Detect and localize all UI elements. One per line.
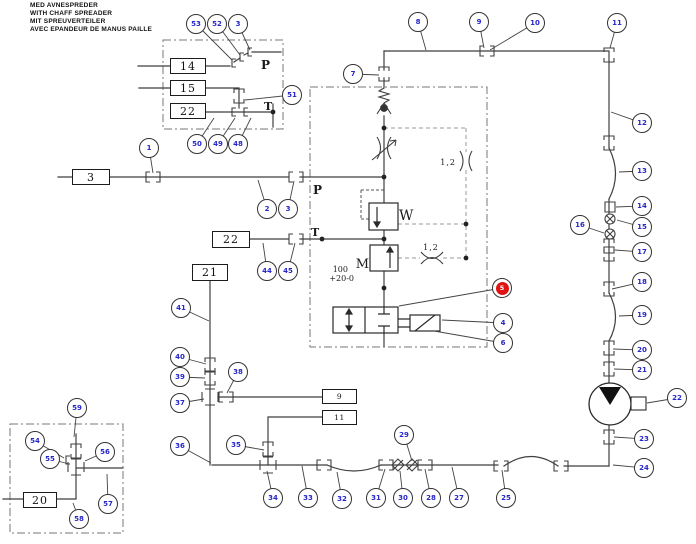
callout-50[interactable]: 50: [187, 134, 207, 154]
flow-restrictor-symbol: [371, 136, 397, 161]
callout-21[interactable]: 21: [632, 360, 652, 380]
callout-30[interactable]: 30: [393, 488, 413, 508]
callout-5-highlighted[interactable]: 5: [492, 278, 512, 298]
callout-49[interactable]: 49: [208, 134, 228, 154]
callout-17[interactable]: 17: [632, 242, 652, 262]
spring-label-w: W: [399, 208, 414, 224]
callout-10[interactable]: 10: [525, 13, 545, 33]
port-label-t-box: T: [264, 100, 273, 113]
callout-6[interactable]: 6: [493, 333, 513, 353]
ref-box-14[interactable]: 14: [170, 58, 206, 74]
ref-box-22[interactable]: 22: [170, 103, 206, 119]
port-label-p-main: P: [313, 183, 322, 197]
callout-55[interactable]: 55: [40, 449, 60, 469]
title-line-de: MIT SPREUVERTEILER: [30, 18, 106, 25]
ref-box-3[interactable]: 3: [72, 169, 110, 185]
callout-22[interactable]: 22: [667, 388, 687, 408]
callout-14[interactable]: 14: [632, 196, 652, 216]
callout-40[interactable]: 40: [170, 347, 190, 367]
compensator-valve: [368, 202, 399, 231]
callout-34[interactable]: 34: [263, 488, 283, 508]
relief-valve: [369, 244, 399, 272]
callout-33[interactable]: 33: [298, 488, 318, 508]
callout-35[interactable]: 35: [226, 435, 246, 455]
leader-line-6: [433, 330, 504, 344]
directional-valve: [332, 306, 441, 334]
callout-4[interactable]: 4: [493, 313, 513, 333]
callout-53[interactable]: 53: [186, 14, 206, 34]
callout-57[interactable]: 57: [98, 494, 118, 514]
check-valve-symbol: [376, 87, 392, 115]
callout-52[interactable]: 52: [207, 14, 227, 34]
title-line-fr: AVEC EPANDEUR DE MANUS PAILLE: [30, 26, 153, 33]
junction-dots: [270, 109, 469, 291]
title-line-da: MED AVNESPREDER: [30, 2, 99, 9]
callout-36[interactable]: 36: [170, 436, 190, 456]
ref-box-22[interactable]: 22: [212, 231, 250, 248]
pilot-lines: [384, 127, 467, 259]
callout-11[interactable]: 11: [607, 13, 627, 33]
callout-3[interactable]: 3: [228, 14, 248, 34]
callout-2[interactable]: 2: [257, 199, 277, 219]
ref-box-9[interactable]: 9: [322, 389, 357, 404]
callout-highlight-disc: 5: [495, 281, 509, 295]
callout-45[interactable]: 45: [278, 261, 298, 281]
orifice-symbols: [420, 150, 473, 265]
hydraulic-motor: [588, 382, 647, 426]
title-line-en: WITH CHAFF SPREADER: [30, 10, 113, 17]
callout-16[interactable]: 16: [570, 215, 590, 235]
callout-24[interactable]: 24: [634, 458, 654, 478]
ref-box-20[interactable]: 20: [23, 492, 57, 508]
callout-25[interactable]: 25: [496, 488, 516, 508]
title-block: MED AVNESPREDER WITH CHAFF SPREADER MIT …: [30, 2, 152, 34]
callout-23[interactable]: 23: [634, 429, 654, 449]
callout-27[interactable]: 27: [449, 488, 469, 508]
callout-1[interactable]: 1: [139, 138, 159, 158]
pressure-setting-tolerance: +20-0: [329, 274, 354, 283]
orifice-size-mid: 1,2: [423, 243, 439, 252]
callout-7[interactable]: 7: [343, 64, 363, 84]
callout-19[interactable]: 19: [632, 305, 652, 325]
spring-label-m: M: [356, 257, 369, 272]
callout-13[interactable]: 13: [632, 161, 652, 181]
callout-18[interactable]: 18: [632, 272, 652, 292]
valve-pilot-lines: [360, 189, 384, 220]
leader-line-4: [441, 319, 504, 324]
callout-54[interactable]: 54: [25, 431, 45, 451]
callout-31[interactable]: 31: [366, 488, 386, 508]
hydraulic-lines: [2, 50, 617, 500]
ref-box-15[interactable]: 15: [170, 80, 206, 96]
callout-12[interactable]: 12: [632, 113, 652, 133]
callout-32[interactable]: 32: [332, 489, 352, 509]
callout-41[interactable]: 41: [171, 298, 191, 318]
callout-29[interactable]: 29: [394, 425, 414, 445]
callout-58[interactable]: 58: [69, 509, 89, 529]
port-label-t-main: T: [311, 226, 320, 239]
ref-box-21[interactable]: 21: [192, 264, 228, 281]
pressure-setting-value: 100: [333, 265, 348, 274]
callout-48[interactable]: 48: [228, 134, 248, 154]
callout-8[interactable]: 8: [408, 12, 428, 32]
callout-39[interactable]: 39: [170, 367, 190, 387]
port-label-p-box: P: [261, 58, 270, 72]
callout-51[interactable]: 51: [282, 85, 302, 105]
callout-59[interactable]: 59: [67, 398, 87, 418]
leader-line-5: [398, 287, 503, 307]
ref-box-11[interactable]: 11: [322, 410, 357, 425]
callout-28[interactable]: 28: [421, 488, 441, 508]
callout-38[interactable]: 38: [228, 362, 248, 382]
callout-3[interactable]: 3: [278, 199, 298, 219]
callout-15[interactable]: 15: [632, 217, 652, 237]
callout-56[interactable]: 56: [95, 442, 115, 462]
callout-37[interactable]: 37: [170, 393, 190, 413]
callout-9[interactable]: 9: [469, 12, 489, 32]
orifice-size-top: 1,2: [440, 158, 456, 167]
callout-44[interactable]: 44: [257, 261, 277, 281]
callout-20[interactable]: 20: [632, 340, 652, 360]
fittings: [65, 45, 616, 476]
option-frames: [9, 39, 488, 534]
